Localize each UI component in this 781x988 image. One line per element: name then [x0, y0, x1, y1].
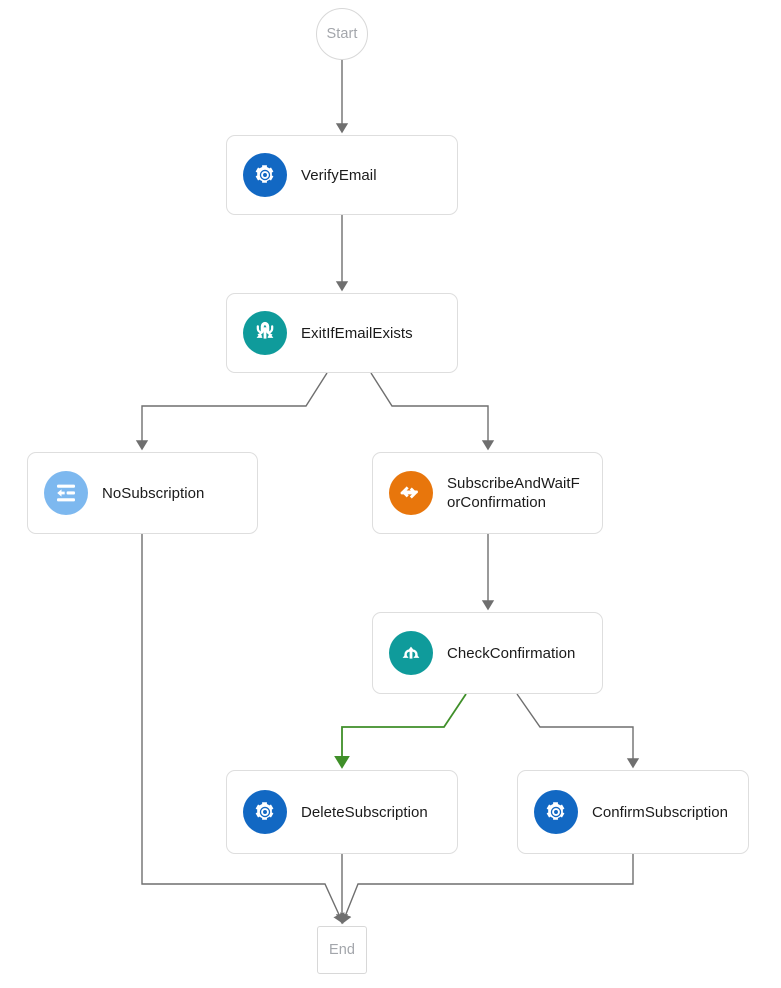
end-node[interactable]: End: [317, 926, 367, 974]
node-confirm-subscription[interactable]: ConfirmSubscription: [517, 770, 749, 854]
edge-no-subscription-to-end: [141, 534, 345, 924]
node-label: NoSubscription: [102, 484, 205, 502]
end-node-label: End: [328, 942, 356, 958]
start-node-label: Start: [326, 26, 358, 42]
edge-check-confirmation-to-delete-subscription: [334, 693, 467, 769]
edge-confirm-subscription-to-end: [340, 854, 634, 924]
node-delete-subscription[interactable]: DeleteSubscription: [226, 770, 458, 854]
node-label: DeleteSubscription: [301, 803, 428, 821]
node-check-confirmation[interactable]: CheckConfirmation: [372, 612, 603, 694]
edge-exit-if-email-exists-to-no-subscription: [135, 372, 328, 451]
node-verify-email[interactable]: VerifyEmail: [226, 135, 458, 215]
insert-rows-icon: [44, 471, 88, 515]
node-subscribe-and-wait-for-confirmation[interactable]: SubscribeAndWaitForConfirmation: [372, 452, 603, 534]
sync-icon: [389, 471, 433, 515]
branch-icon: [243, 311, 287, 355]
node-label: SubscribeAndWaitForConfirmation: [447, 475, 580, 511]
node-label: CheckConfirmation: [447, 644, 576, 662]
branch-icon: [389, 631, 433, 675]
node-exit-if-email-exists[interactable]: ExitIfEmailExists: [226, 293, 458, 373]
edge-exit-if-email-exists-to-subscribe-and-wait: [370, 372, 495, 451]
node-label: VerifyEmail: [301, 166, 377, 184]
node-label: ConfirmSubscription: [592, 803, 729, 821]
edge-check-confirmation-to-confirm-subscription: [516, 693, 640, 769]
start-node[interactable]: Start: [316, 8, 368, 60]
gear-icon: [243, 790, 287, 834]
node-label: ExitIfEmailExists: [301, 324, 413, 342]
gear-icon: [534, 790, 578, 834]
node-no-subscription[interactable]: NoSubscription: [27, 452, 258, 534]
gear-icon: [243, 153, 287, 197]
